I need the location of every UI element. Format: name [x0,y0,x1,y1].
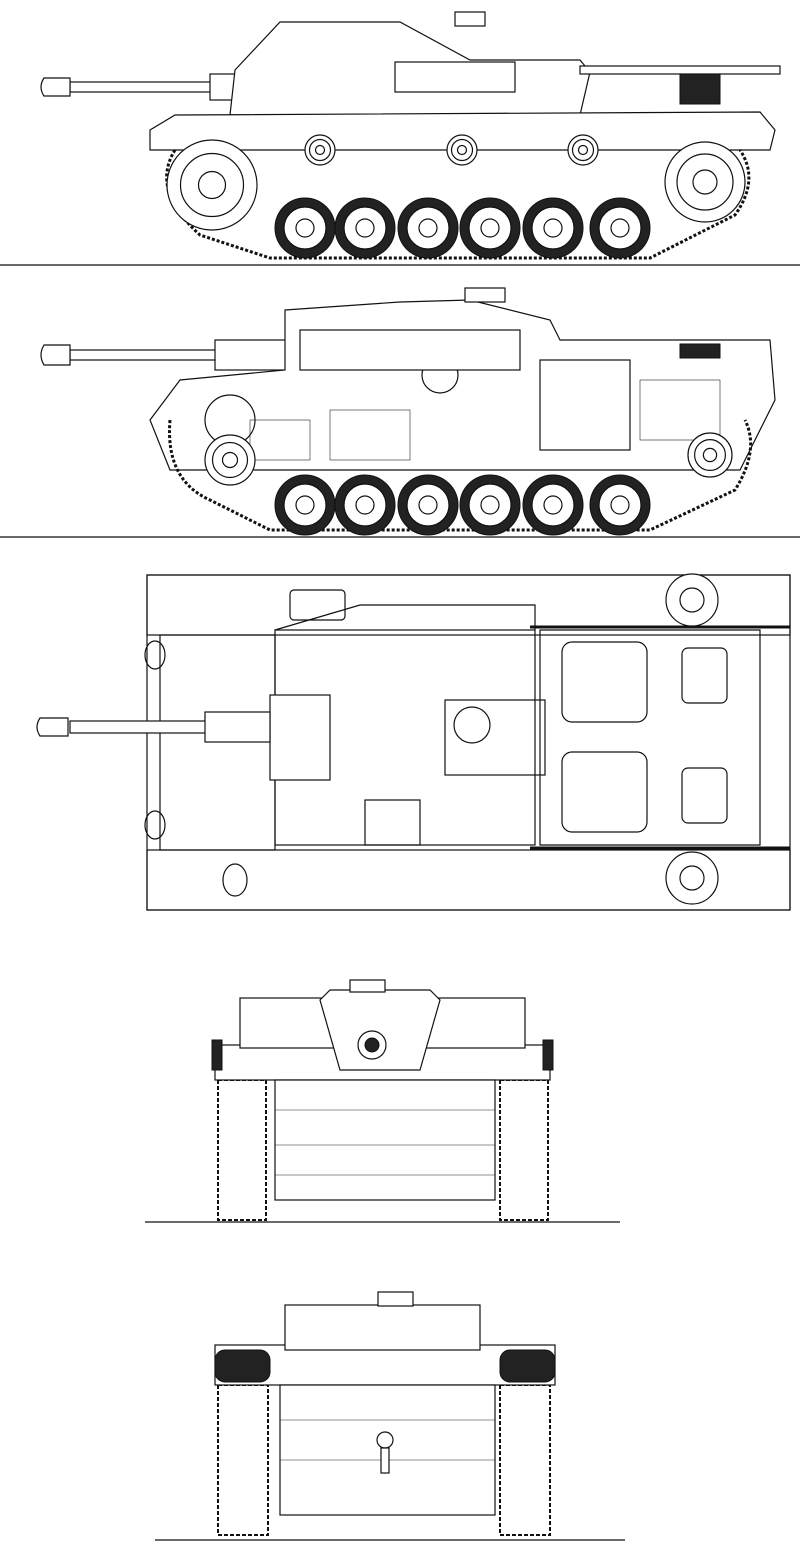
hull [149,111,776,151]
road-wheel [334,197,396,259]
return-roller [304,134,336,166]
road-wheel [522,197,584,259]
road-wheel [522,474,584,536]
rear-view [155,1291,625,1541]
spare-road-wheel [665,851,719,905]
right-fender [146,849,791,911]
idler-wheel [664,141,746,223]
side-view-cutaway [0,287,800,538]
engine-deck [539,629,761,846]
drive-sprocket [166,139,258,231]
gun-breech [299,329,521,371]
tow-hook [144,640,166,670]
drive-sprocket [204,434,256,486]
spare-wheels [214,1349,271,1383]
side-box [394,61,516,93]
tow-hook [222,863,248,897]
hatch [464,287,506,303]
muzzle-brake [40,344,71,366]
hull-front [274,1079,496,1201]
return-roller [446,134,478,166]
engine-hatch [561,641,648,723]
starter-port [376,1431,394,1449]
left-track [217,1079,267,1221]
hatch [454,11,486,27]
road-wheel [397,474,459,536]
road-wheel [459,474,521,536]
gun-barrel [69,720,216,734]
road-wheel [459,197,521,259]
top-view [36,573,791,911]
road-wheel [589,474,651,536]
gun-barrel [40,73,241,101]
left-track [217,1384,269,1536]
right-track [499,1384,551,1536]
muzzle-brake [36,717,69,737]
idler-wheel [687,432,733,478]
engine-hatch [561,751,648,833]
gun-mantlet [269,694,331,781]
road-wheel [397,197,459,259]
tow-hook [144,810,166,840]
return-roller [567,134,599,166]
road-wheel [589,197,651,259]
right-track [499,1079,549,1221]
muzzle-brake [40,77,71,97]
spare-wheels [499,1349,556,1383]
gun-barrel [40,339,291,371]
spare-tracks [679,343,721,359]
rear-deck [214,1344,556,1386]
gun-mantlet [319,989,441,1071]
stowage-box [289,589,346,621]
fan-cover [453,706,491,744]
superstructure-rear [284,1304,481,1351]
side-view-exterior [0,11,800,266]
left-fender [146,574,791,636]
road-wheel [274,197,336,259]
track-outline [168,419,753,532]
spare-tracks [679,73,721,105]
track-outline [165,149,751,260]
engine [539,359,631,451]
front-view [145,979,620,1223]
spare-road-wheel [665,573,719,627]
road-wheel [334,474,396,536]
rail [579,65,781,75]
road-wheel [274,474,336,536]
commander-hatch [364,799,421,846]
